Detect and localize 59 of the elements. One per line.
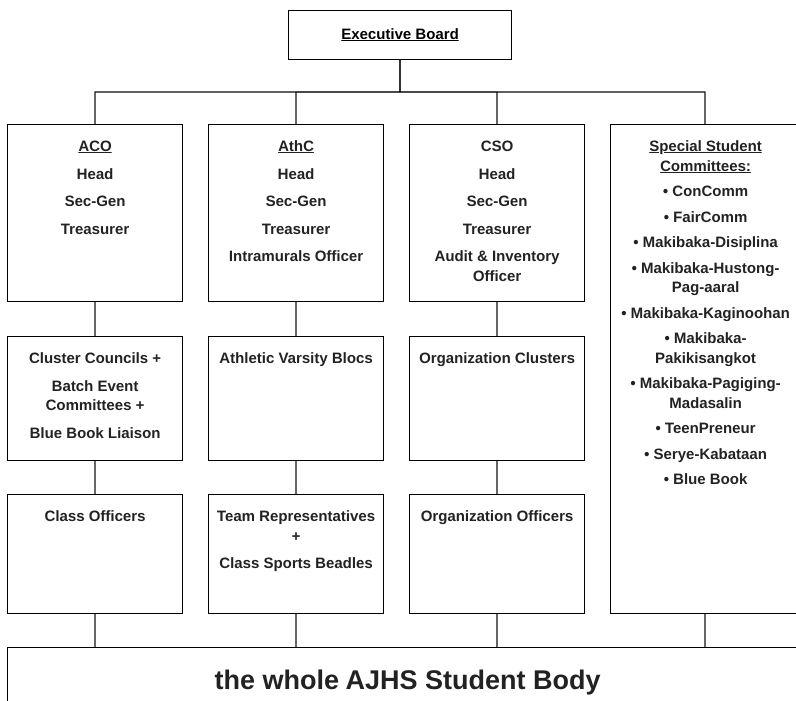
- box-text: • Serye-Kabataan: [644, 444, 767, 464]
- connector-line: [295, 614, 297, 647]
- box-heading: ACO: [78, 137, 112, 156]
- connector-line: [94, 461, 96, 494]
- box-heading: Special Student Committees:: [648, 137, 763, 176]
- box-text: Athletic Varsity Blocs: [219, 349, 373, 368]
- box-text: • Blue Book: [664, 470, 748, 490]
- org-box: [409, 124, 585, 302]
- org-box: [288, 10, 512, 60]
- box-text: • Makibaka-Hustong-Pag-aaral: [630, 258, 780, 298]
- connector-line: [399, 60, 706, 124]
- box-text: Sec-Gen: [266, 192, 326, 212]
- connector-line: [295, 302, 297, 336]
- connector-line: [295, 461, 297, 494]
- box-text: • Makibaka-Pagiging-Madasalin: [629, 374, 782, 413]
- org-box: [208, 336, 384, 461]
- box-text: Blue Book Liaison: [30, 424, 160, 443]
- org-box: [409, 336, 585, 461]
- org-box: [610, 124, 796, 614]
- box-text: Treasurer: [262, 220, 330, 239]
- connector-line: [496, 461, 498, 494]
- box-text: Head: [76, 164, 114, 184]
- connector-line: [94, 302, 96, 336]
- connector-line: [496, 302, 498, 336]
- box-text: • ConComm: [662, 182, 748, 202]
- box-text: • TeenPreneur: [655, 419, 756, 438]
- box-text: • Makibaka-Kaginoohan: [621, 304, 790, 323]
- box-text: • Makibaka-Pakikisangkot: [654, 329, 757, 368]
- box-heading: Executive Board: [341, 26, 459, 44]
- connector-line: [704, 614, 706, 647]
- box-text: CSO: [480, 137, 514, 156]
- connector-line: [496, 614, 498, 647]
- box-text: the whole AJHS Student Body: [214, 664, 600, 697]
- box-text: Treasurer: [60, 220, 130, 239]
- box-text: • Makibaka-Disiplina: [633, 233, 778, 252]
- box-text: Head: [278, 164, 314, 184]
- box-heading: AthC: [278, 137, 314, 156]
- box-text: Sec-Gen: [64, 192, 126, 212]
- box-text: • FairComm: [664, 208, 748, 227]
- box-text: Organization Clusters: [419, 349, 575, 368]
- box-text: Audit & Inventory Officer: [433, 247, 560, 286]
- box-text: Organization Officers: [420, 507, 574, 526]
- org-box: [409, 494, 585, 614]
- base-box: [7, 647, 796, 701]
- org-box: [7, 124, 183, 302]
- org-box: [7, 494, 183, 614]
- org-box: [208, 124, 384, 302]
- box-text: Class Sports Beadles: [219, 554, 373, 574]
- box-text: Batch Event Committees +: [44, 376, 146, 416]
- box-text: Cluster Councils +: [28, 349, 162, 368]
- connector-line: [94, 614, 96, 647]
- box-text: Head: [478, 164, 516, 184]
- org-box: [208, 494, 384, 614]
- box-text: Sec-Gen: [466, 192, 528, 212]
- box-text: Intramurals Officer: [228, 247, 364, 266]
- box-text: Treasurer: [462, 220, 532, 239]
- box-text: Team Representatives +: [216, 507, 376, 546]
- box-text: Class Officers: [44, 507, 146, 526]
- org-box: [7, 336, 183, 461]
